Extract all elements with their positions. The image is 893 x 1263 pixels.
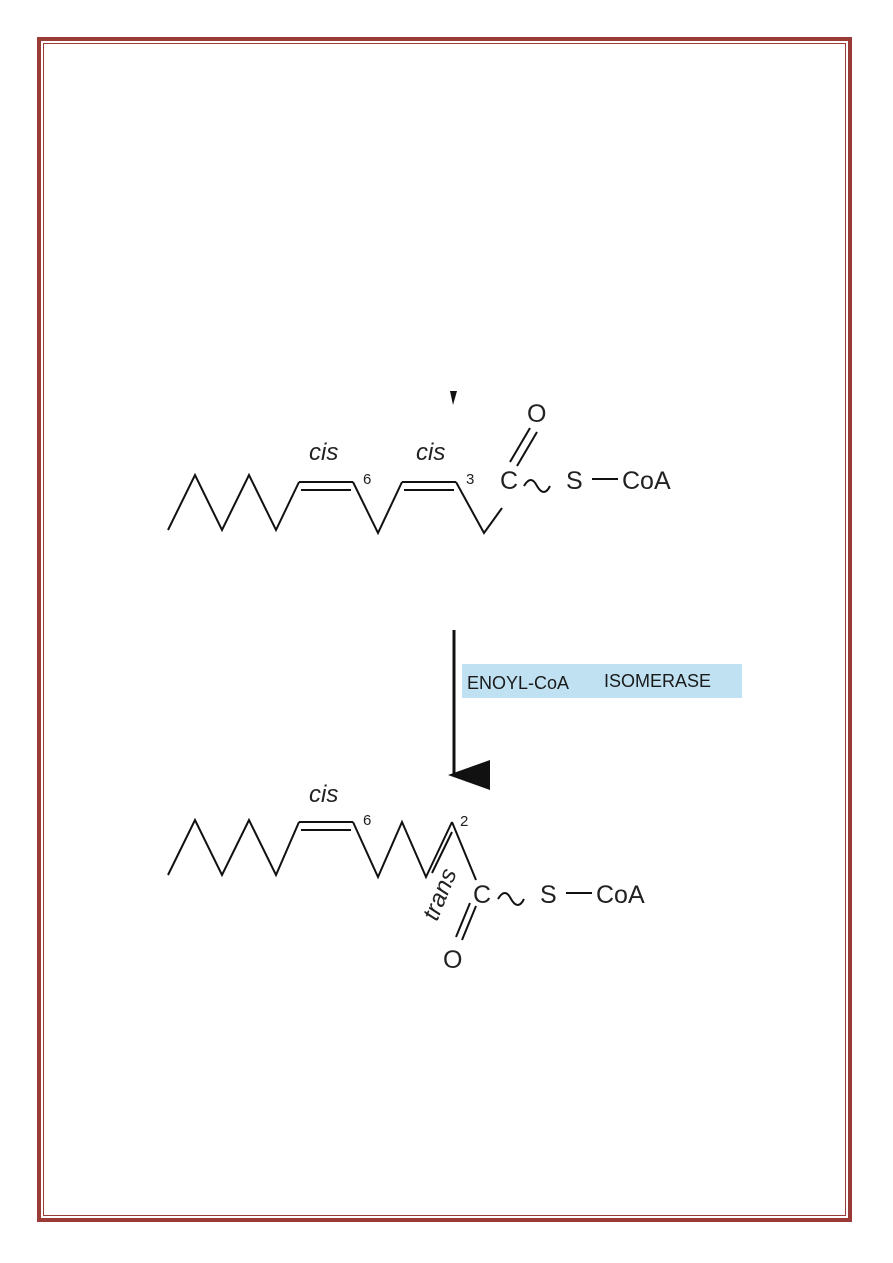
- reactant-position-6: 6: [363, 471, 371, 488]
- product-carbonyl-bond-second: [455, 902, 471, 938]
- reactant-chain-end: [455, 481, 503, 535]
- reactant-chain-middle: [352, 481, 403, 536]
- product-position-2: 2: [460, 813, 468, 830]
- product-carbon: C: [473, 881, 491, 909]
- product-labels: cis 6 2 trans C O S CoA: [309, 781, 645, 974]
- page-border-outer: [37, 37, 852, 1222]
- reactant-labels: cis 6 cis 3 C O S CoA: [309, 400, 671, 495]
- reactant-marker-tick: [450, 391, 457, 405]
- reactant-thioester-tilde: [523, 479, 551, 493]
- enzyme-highlight: [462, 664, 742, 698]
- enzyme-name-part1: ENOYL-CoA: [467, 673, 569, 693]
- enzyme-name-part2: ISOMERASE: [604, 671, 711, 691]
- product-carbonyl-bond: [461, 905, 477, 941]
- reactant-position-3: 3: [466, 471, 474, 488]
- product-chain-end: [451, 821, 477, 881]
- enzyme-label: ENOYL-CoA ISOMERASE: [462, 664, 742, 698]
- product-thioester-tilde: [497, 892, 525, 906]
- reactant-molecule: [167, 427, 618, 536]
- product-coa: CoA: [596, 881, 645, 909]
- product-position-6: 6: [363, 812, 371, 829]
- product-molecule: [167, 817, 592, 941]
- product-oxygen: O: [443, 946, 462, 974]
- reactant-alkyl-chain: [167, 472, 300, 533]
- reactant-carbonyl-bond: [509, 427, 531, 463]
- reactant-sulfur: S: [566, 467, 583, 495]
- reactant-carbon: C: [500, 467, 518, 495]
- reactant-oxygen: O: [527, 400, 546, 428]
- product-cis-label: cis: [309, 781, 338, 808]
- reactant-carbonyl-bond-second: [516, 431, 538, 467]
- reactant-coa: CoA: [622, 467, 671, 495]
- product-chain-middle: [352, 819, 453, 880]
- reactant-cis-label-1: cis: [309, 439, 338, 466]
- reactant-cis-label-2: cis: [416, 439, 445, 466]
- product-trans2-double-bond-second: [431, 831, 453, 874]
- product-sulfur: S: [540, 881, 557, 909]
- product-alkyl-chain: [167, 817, 300, 878]
- page-border-inner: [43, 43, 846, 1216]
